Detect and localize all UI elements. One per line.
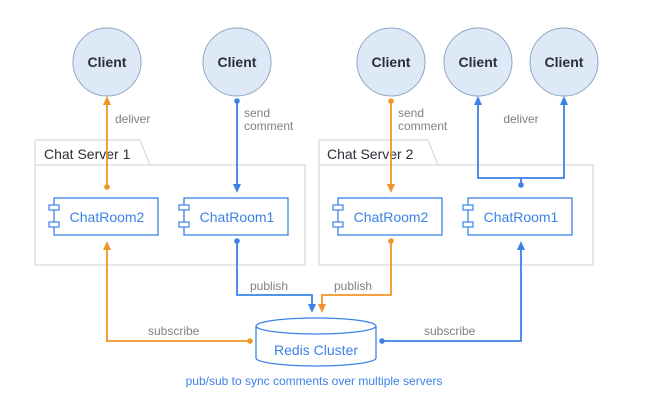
deliver-label: deliver <box>115 112 150 126</box>
redis-cluster-label: Redis Cluster <box>274 342 358 358</box>
redis-cluster: Redis Cluster <box>255 317 377 367</box>
comment-label: comment <box>398 119 448 133</box>
comment-label: comment <box>244 119 294 133</box>
chatroom-label: ChatRoom2 <box>354 209 429 225</box>
publish-label: publish <box>334 279 372 293</box>
chatroom-label: ChatRoom2 <box>70 209 145 225</box>
publish-label: publish <box>250 279 288 293</box>
deliver-label: deliver <box>503 112 538 126</box>
edge-deliver-right <box>474 96 568 188</box>
edge-subscribe-right <box>379 241 525 344</box>
chatroom-s1-room2: ChatRoom2 <box>48 197 159 236</box>
client-label: Client <box>459 54 498 70</box>
edge-send-comment-1 <box>233 98 241 193</box>
send-label: send <box>244 106 270 120</box>
chatroom-label: ChatRoom1 <box>484 209 559 225</box>
subscribe-label: subscribe <box>148 324 200 338</box>
client-label: Client <box>218 54 257 70</box>
client-label: Client <box>88 54 127 70</box>
client-label: Client <box>545 54 584 70</box>
diagram-caption: pub/sub to sync comments over multiple s… <box>186 374 443 388</box>
chatroom-label: ChatRoom1 <box>200 209 275 225</box>
edge-send-comment-2 <box>387 98 395 193</box>
client-3: Client <box>356 27 426 97</box>
client-label: Client <box>372 54 411 70</box>
chatroom-s2-room1: ChatRoom1 <box>462 197 573 236</box>
client-1: Client <box>72 27 142 97</box>
send-label: send <box>398 106 424 120</box>
edge-publish-right <box>318 238 394 313</box>
edge-deliver-left <box>103 96 111 190</box>
chatroom-s1-room1: ChatRoom1 <box>178 197 289 236</box>
client-4: Client <box>443 27 513 97</box>
subscribe-label: subscribe <box>424 324 476 338</box>
chatroom-s2-room2: ChatRoom2 <box>332 197 443 236</box>
chat-server-2-label: Chat Server 2 <box>327 146 414 162</box>
client-2: Client <box>202 27 272 97</box>
edge-subscribe-left <box>103 241 253 344</box>
edge-publish-left <box>234 238 316 313</box>
client-5: Client <box>529 27 599 97</box>
chat-server-1-label: Chat Server 1 <box>44 146 131 162</box>
